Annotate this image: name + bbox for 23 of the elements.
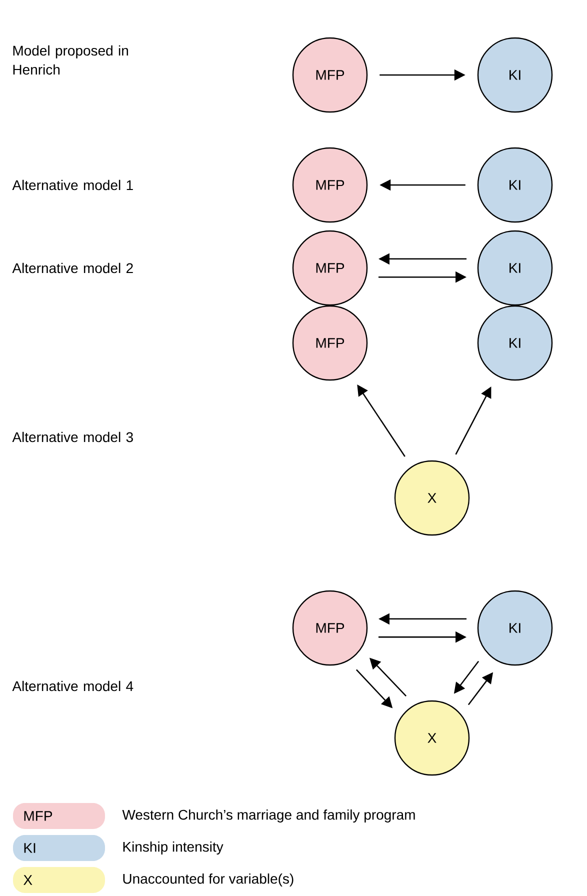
- circle-node: KI: [477, 305, 553, 381]
- model-label: Alternative model 3: [12, 432, 133, 442]
- circle-node: KI: [477, 147, 553, 223]
- circle-node: KI: [477, 37, 553, 113]
- model-label: Alternative model 1: [12, 180, 133, 190]
- legend-text: Unaccounted for variable(s): [123, 873, 294, 887]
- circle-node: X: [394, 700, 470, 776]
- circle-node: MFP: [292, 147, 368, 223]
- model-label: Alternative model 4: [12, 680, 134, 692]
- legend-text: Western Church’s marriage and family program: [122, 809, 415, 823]
- legend-text: Kinship intensity: [123, 841, 224, 855]
- circle-node: KI: [477, 590, 553, 666]
- circle-node: MFP: [292, 590, 368, 666]
- circle-node: KI: [477, 230, 553, 306]
- circle-node: MFP: [292, 37, 368, 113]
- legend-key: X: [24, 875, 32, 885]
- legend-key: KI: [24, 843, 36, 853]
- model-label: Model proposed in Henrich: [13, 45, 128, 75]
- circle-node: X: [394, 460, 470, 536]
- circle-node: MFP: [292, 230, 368, 306]
- circle-node: MFP: [292, 305, 368, 381]
- legend-key: MFP: [24, 811, 52, 821]
- model-label: Alternative model 2: [12, 262, 133, 274]
